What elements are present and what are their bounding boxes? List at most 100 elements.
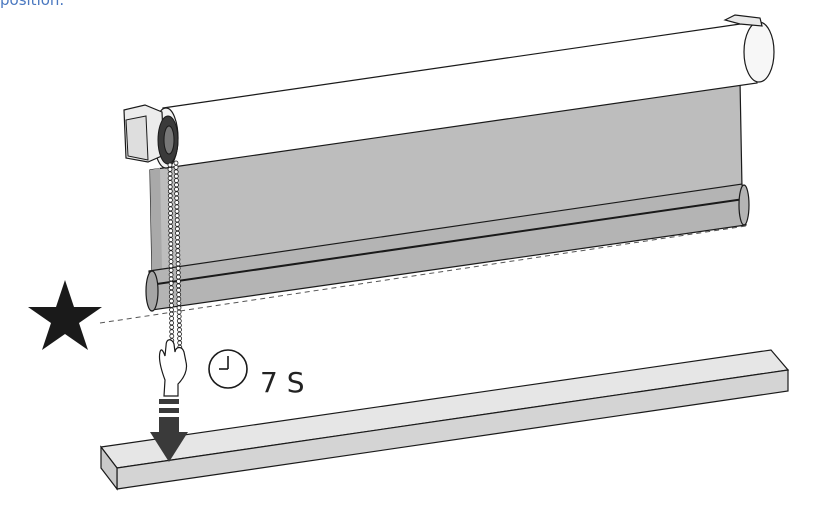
chain-bead bbox=[175, 261, 181, 267]
bottom-rail-end-left bbox=[145, 270, 159, 312]
chain-bead bbox=[169, 302, 174, 308]
floor-block-front bbox=[116, 369, 789, 490]
clutch-wheel-inner bbox=[163, 125, 175, 155]
chain-bead bbox=[168, 263, 174, 269]
chain-bead bbox=[174, 191, 180, 197]
chain-bead bbox=[167, 175, 173, 181]
chain-bead bbox=[174, 217, 180, 223]
chain-bead bbox=[168, 254, 174, 260]
chain-bead bbox=[167, 162, 173, 168]
chain-bead bbox=[168, 298, 174, 304]
chain-bead bbox=[174, 195, 180, 201]
chain-bead bbox=[168, 223, 174, 229]
hand-icon bbox=[158, 339, 188, 397]
chain-bead bbox=[168, 245, 174, 251]
chain-bead bbox=[175, 239, 181, 245]
chain-bead bbox=[168, 219, 174, 225]
chain-bead bbox=[176, 300, 182, 306]
chain-bead bbox=[176, 292, 182, 298]
chain-bead bbox=[175, 235, 180, 241]
chain-bead bbox=[175, 243, 181, 249]
chain-bead bbox=[168, 289, 174, 295]
chain-bead bbox=[174, 213, 180, 219]
chain-bead bbox=[168, 250, 174, 256]
bracket-right bbox=[723, 14, 763, 27]
chain-bead bbox=[175, 257, 181, 262]
floor-block-side bbox=[100, 445, 118, 491]
bead-chain bbox=[167, 160, 183, 361]
chain-bead bbox=[169, 324, 175, 330]
chain-bead bbox=[176, 309, 182, 315]
chain-bead bbox=[168, 237, 174, 243]
chain-bead bbox=[167, 166, 173, 172]
chain-bead bbox=[167, 180, 173, 185]
floor-block bbox=[99, 349, 790, 491]
chain-bead bbox=[176, 314, 182, 319]
chain-bead bbox=[173, 178, 179, 183]
clutch-bracket bbox=[123, 104, 179, 165]
chain-bead bbox=[173, 160, 179, 166]
chain-bead bbox=[174, 226, 180, 232]
chain-bead bbox=[167, 171, 173, 177]
caption-text: position. bbox=[0, 0, 65, 9]
chain-bead bbox=[168, 241, 174, 247]
chain-bead bbox=[167, 202, 173, 207]
chain-bead bbox=[173, 173, 179, 179]
bottom-rail-line bbox=[149, 198, 745, 286]
chain-bead bbox=[169, 329, 175, 335]
chain-bead bbox=[169, 311, 174, 317]
chain-bead bbox=[168, 272, 174, 278]
bottom-rail bbox=[145, 183, 750, 312]
chain-bead bbox=[168, 210, 173, 216]
chain-bead bbox=[177, 336, 183, 341]
chain-bead bbox=[176, 318, 182, 324]
chain-bead bbox=[174, 182, 179, 188]
chain-bead bbox=[169, 307, 174, 313]
chain-bead bbox=[168, 232, 174, 238]
chain-bead bbox=[169, 320, 175, 326]
bottom-rail-end-right bbox=[738, 184, 750, 226]
chain-bead bbox=[168, 206, 173, 212]
chain-bead bbox=[168, 276, 174, 282]
fabric-shade bbox=[150, 168, 162, 272]
chain-bead bbox=[173, 169, 179, 175]
chain-bead bbox=[174, 204, 180, 210]
chain-bead bbox=[168, 280, 174, 286]
chain-bead bbox=[173, 164, 179, 170]
chain-bead bbox=[169, 316, 175, 321]
chain-bead bbox=[177, 327, 182, 333]
chain-bead bbox=[175, 270, 181, 276]
chain-bead bbox=[177, 340, 183, 346]
chain-bead bbox=[168, 294, 174, 300]
chain-bead bbox=[175, 265, 181, 271]
chain-bead bbox=[176, 278, 181, 284]
star-icon bbox=[28, 280, 102, 350]
bracket-left-face bbox=[125, 115, 149, 161]
chain-bead bbox=[167, 188, 173, 194]
clock-icon bbox=[208, 349, 248, 389]
timer-label: 7 S bbox=[260, 366, 305, 399]
floor-block-top bbox=[99, 349, 790, 469]
chain-bead bbox=[175, 274, 181, 280]
closed-position-line bbox=[99, 225, 747, 324]
chain-bead bbox=[169, 333, 175, 339]
chain-bead bbox=[167, 184, 173, 190]
chain-bead bbox=[168, 285, 174, 291]
chain-bead bbox=[168, 215, 173, 221]
chain-bead bbox=[174, 186, 179, 192]
chain-bead bbox=[176, 322, 182, 328]
chain-bead bbox=[167, 193, 173, 199]
chain-bead bbox=[175, 230, 180, 236]
chain-bead bbox=[174, 208, 180, 214]
chain-bead bbox=[176, 287, 182, 293]
chain-bead bbox=[167, 197, 173, 203]
chain-bead bbox=[176, 296, 182, 302]
chain-bead bbox=[168, 259, 174, 264]
chain-bead bbox=[174, 200, 180, 205]
chain-bead bbox=[177, 331, 182, 337]
chain-bead bbox=[168, 267, 174, 273]
chain-bead bbox=[175, 248, 181, 254]
chain-bead bbox=[176, 305, 182, 311]
roller-end-right bbox=[743, 21, 775, 83]
